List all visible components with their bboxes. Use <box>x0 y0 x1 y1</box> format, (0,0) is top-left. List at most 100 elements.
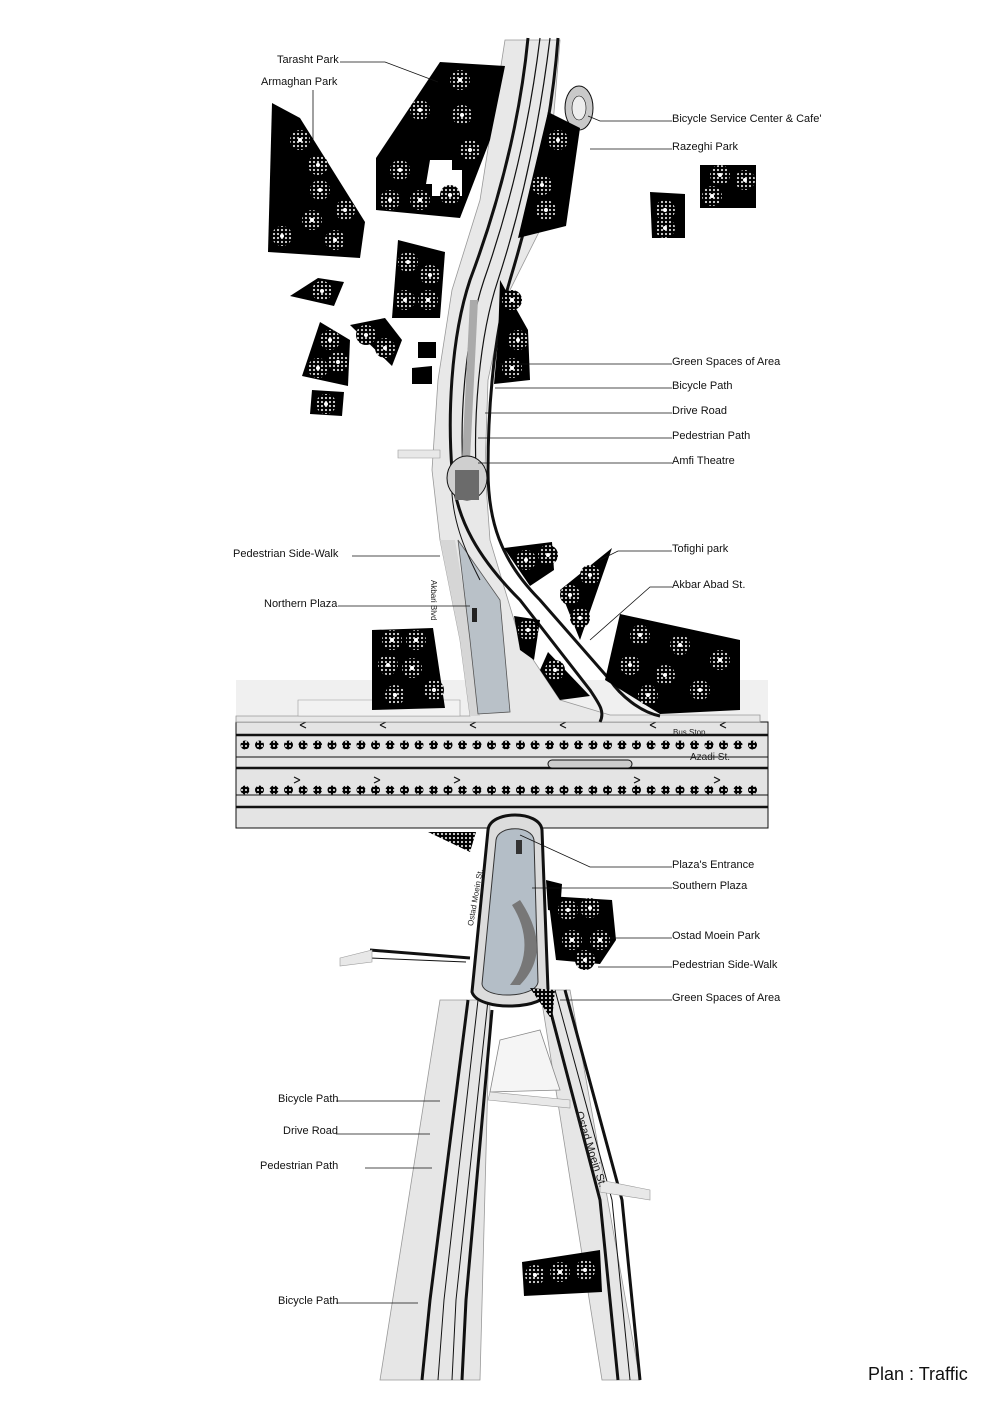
street-tree <box>429 740 438 750</box>
street-tree <box>487 740 496 750</box>
street-tree <box>313 740 322 750</box>
label-armaghan-park: Armaghan Park <box>261 76 338 88</box>
park-tree-center <box>598 938 602 942</box>
park-tree-center <box>718 658 722 662</box>
park-tree-center <box>546 553 550 557</box>
street-tree <box>733 740 743 750</box>
street-name-bus-stop: Bus Stop <box>673 728 706 737</box>
street-tree <box>472 785 482 795</box>
label-bicycle-path-north: Bicycle Path <box>672 380 733 392</box>
label-pedestrian-sidewalk-north: Pedestrian Side-Walk <box>233 548 339 560</box>
street-name-akbari-blvd: Akbari Blvd <box>429 580 438 621</box>
street-tree <box>400 785 409 795</box>
park-tree-center <box>556 138 560 142</box>
street-tree <box>690 740 699 750</box>
street-tree <box>516 740 525 750</box>
street-tree <box>530 740 540 750</box>
leader-line <box>340 61 439 83</box>
leader-line <box>589 586 672 641</box>
street-tree <box>327 785 337 795</box>
street-tree <box>356 785 366 795</box>
park-tree-center <box>663 673 667 677</box>
leader-line <box>519 834 672 868</box>
park-tree-center <box>398 168 402 172</box>
park-tree-center <box>364 333 368 337</box>
label-tarasht-park: Tarasht Park <box>277 54 339 66</box>
street-tree <box>632 785 641 795</box>
park-tree-center <box>663 208 667 212</box>
park-tree-center <box>558 1270 562 1274</box>
park-tree-center <box>678 643 682 647</box>
street-tree <box>414 785 424 795</box>
street-tree <box>719 785 728 795</box>
plan-caption: Plan : Traffic <box>868 1364 968 1384</box>
leader-line <box>599 550 672 561</box>
street-tree <box>356 740 366 750</box>
street-tree <box>298 740 308 750</box>
park-tree-center <box>743 178 747 182</box>
street-tree <box>472 740 482 750</box>
park-tree-center <box>414 638 418 642</box>
street-tree <box>704 785 714 795</box>
park-tree-center <box>432 688 436 692</box>
park-tree-center <box>583 958 587 962</box>
northern-corridor <box>235 37 761 723</box>
street-tree <box>342 785 351 795</box>
street-tree <box>516 785 525 795</box>
park-tree-center <box>628 663 632 667</box>
label-northern-plaza: Northern Plaza <box>264 598 338 610</box>
street-tree <box>559 785 569 795</box>
azadi-tree-rows <box>240 740 757 795</box>
park-tree-center <box>568 593 572 597</box>
street-tree <box>588 740 598 750</box>
leader-lines <box>312 61 672 1304</box>
park-tree-center <box>468 148 472 152</box>
park-tree-center <box>426 298 430 302</box>
green-space-tarasht-park <box>376 62 505 218</box>
street-tree <box>530 785 540 795</box>
street-tree <box>748 785 757 795</box>
park-tree-center <box>403 298 407 302</box>
street-tree <box>603 740 612 750</box>
street-tree <box>545 785 554 795</box>
street-tree <box>632 740 641 750</box>
leader-line <box>587 115 672 122</box>
street-tree <box>458 740 467 750</box>
label-plaza-entrance: Plaza's Entrance <box>672 859 755 871</box>
park-tree-center <box>383 346 387 350</box>
park-tree-center <box>310 218 314 222</box>
park-tree-center <box>583 1268 587 1272</box>
southern-corridor <box>339 813 651 1381</box>
street-tree <box>371 785 380 795</box>
park-tree-center <box>336 360 340 364</box>
street-tree <box>704 740 714 750</box>
park-tree-center <box>533 1273 537 1277</box>
street-tree <box>371 740 380 750</box>
park-tree-center <box>553 668 557 672</box>
park-tree-center <box>298 138 302 142</box>
park-tree-center <box>428 273 432 277</box>
street-tree <box>298 785 308 795</box>
park-tree-center <box>390 638 394 642</box>
street-tree <box>429 785 438 795</box>
green-space-park-small-1 <box>412 366 432 384</box>
street-tree <box>733 785 743 795</box>
street-tree <box>313 785 322 795</box>
green-space-park-small-2 <box>418 342 436 358</box>
label-razeghi-park: Razeghi Park <box>672 141 739 153</box>
label-green-spaces-south: Green Spaces of Area <box>672 992 781 1004</box>
park-tree-center <box>333 238 337 242</box>
label-green-spaces-north: Green Spaces of Area <box>672 356 781 368</box>
label-akbar-abad-st: Akbar Abad St. <box>672 579 746 591</box>
park-tree-center <box>324 402 328 406</box>
park-trees <box>272 70 755 1285</box>
street-tree <box>617 785 627 795</box>
park-tree-center <box>458 78 462 82</box>
park-tree-center <box>588 573 592 577</box>
park-tree-center <box>316 163 320 167</box>
park-tree-center <box>540 183 544 187</box>
street-tree <box>269 740 279 750</box>
park-tree-center <box>318 188 322 192</box>
label-amfi-theatre: Amfi Theatre <box>672 455 735 467</box>
